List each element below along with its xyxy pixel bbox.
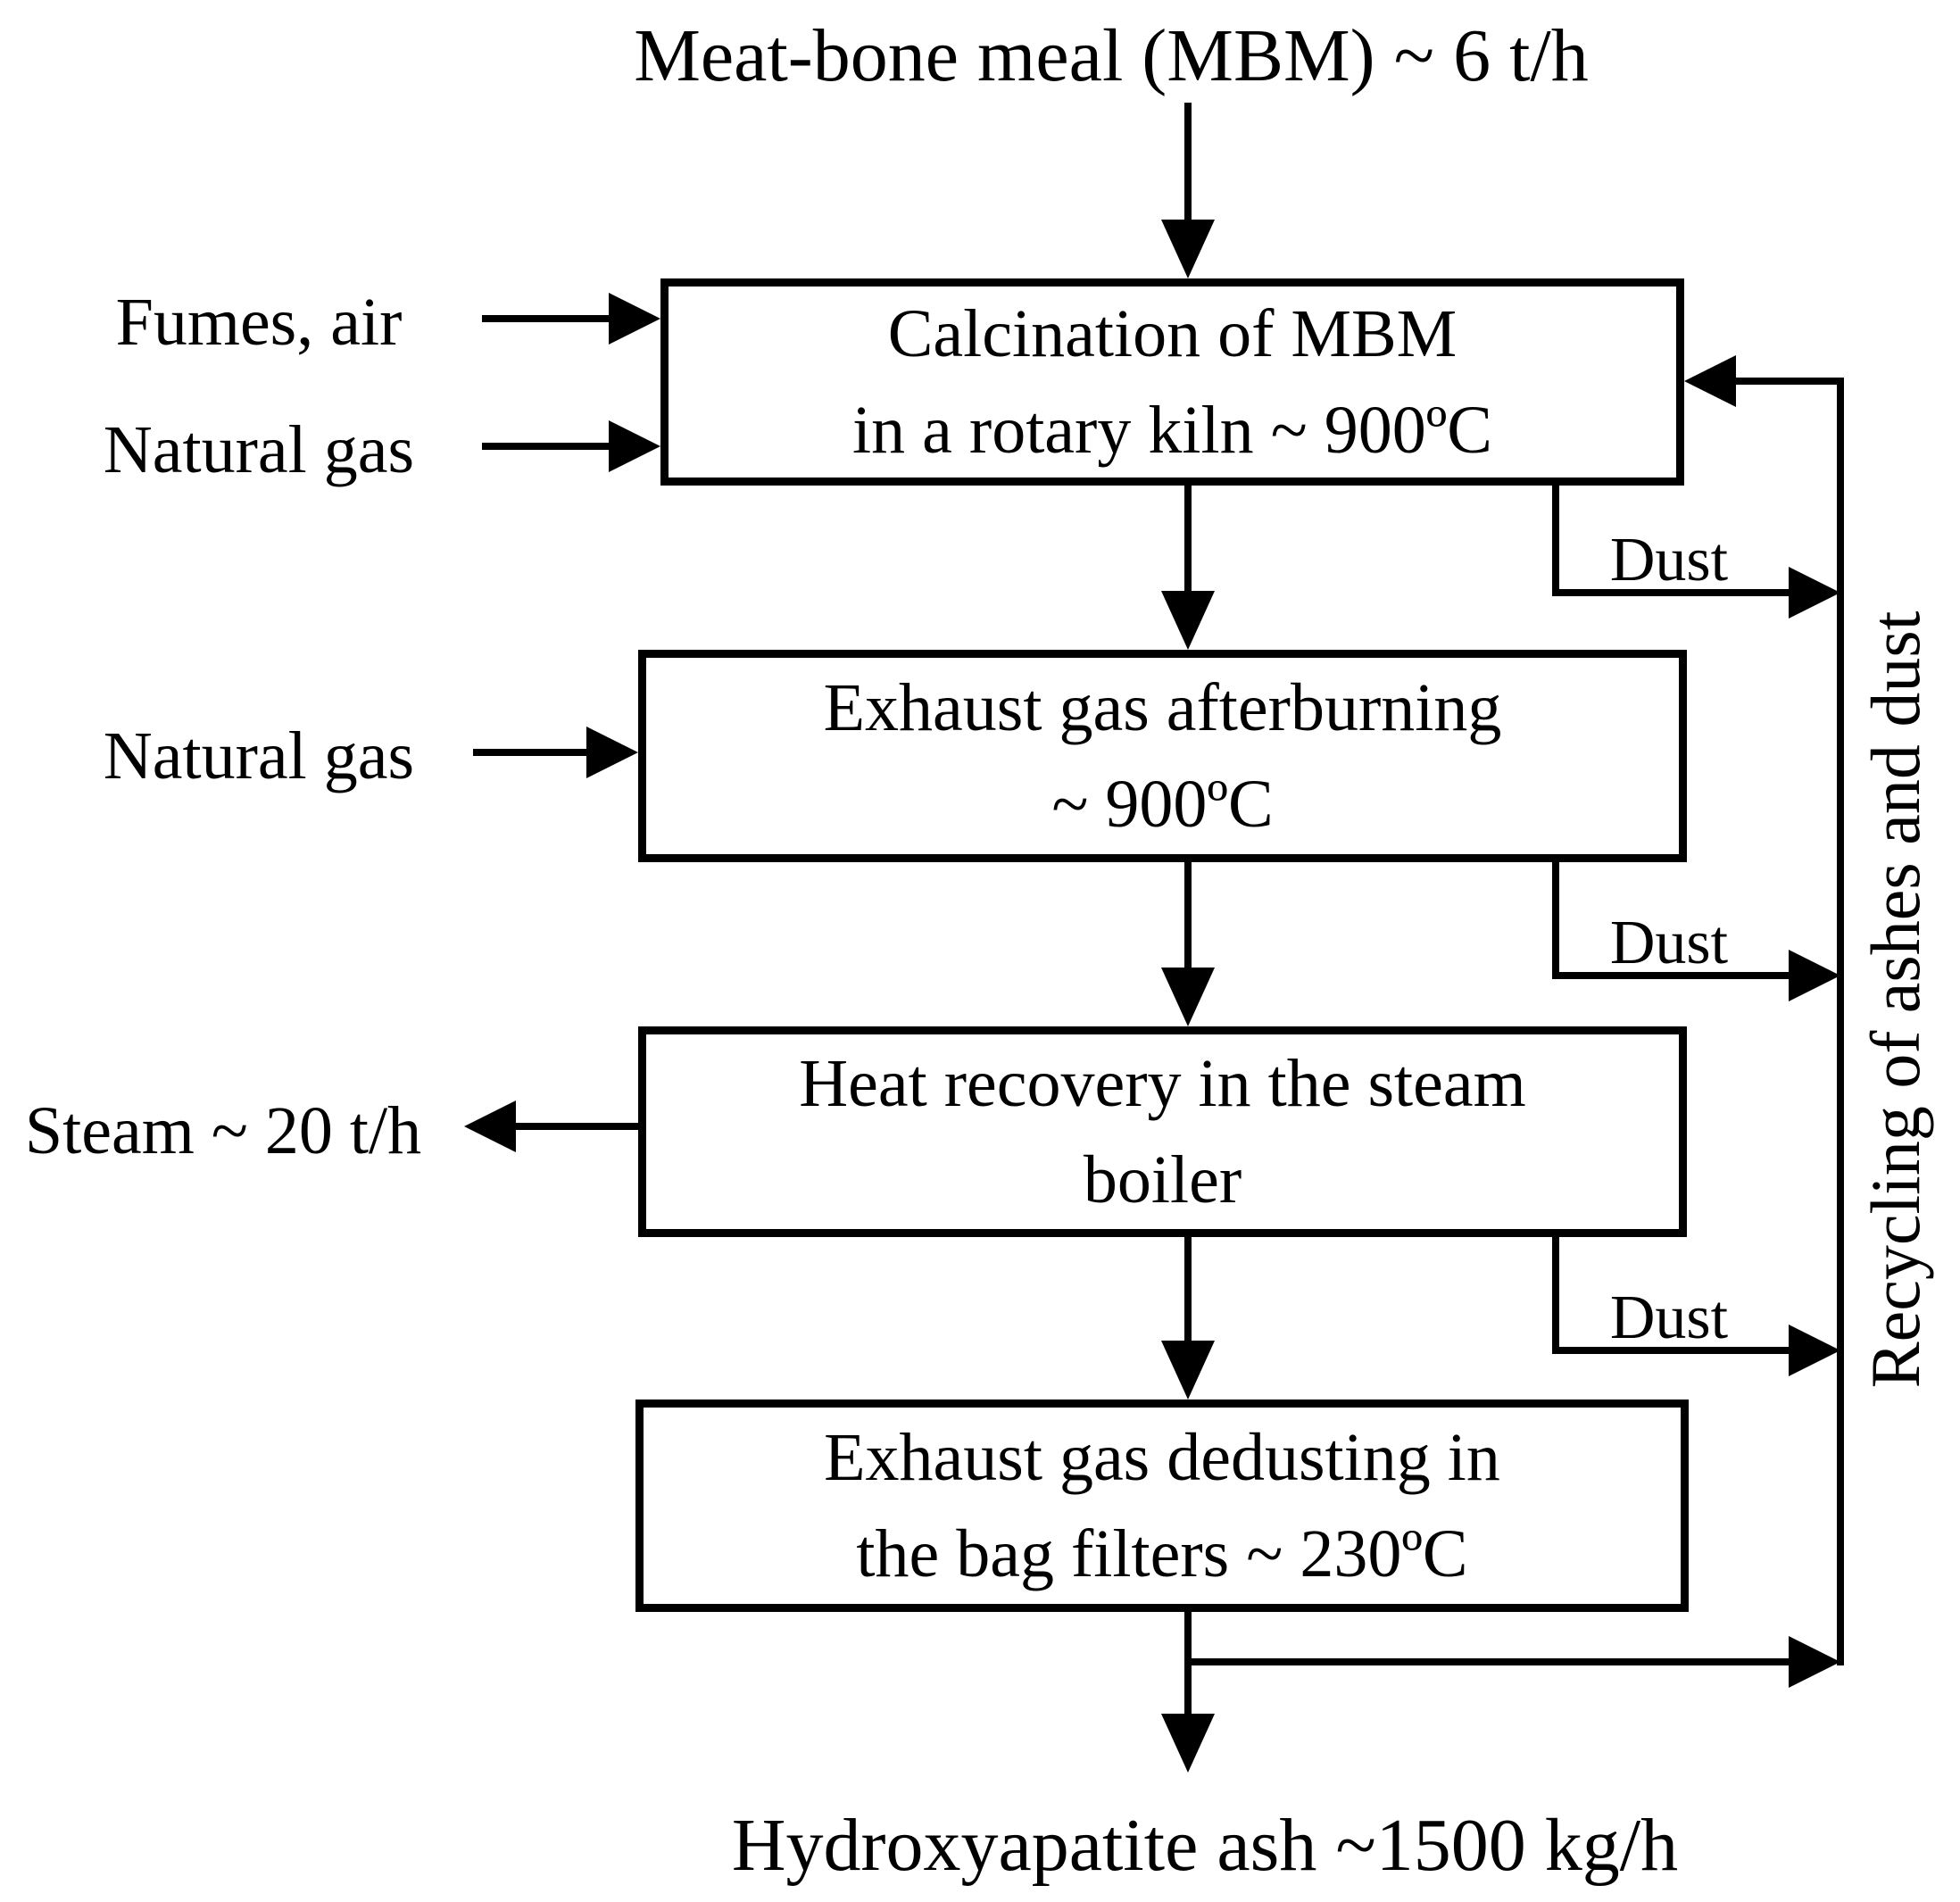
label-natural-gas-afterburner: Natural gas	[103, 718, 415, 793]
connector-boiler-to-dedusting	[1184, 1237, 1192, 1342]
process-box-heat-recovery: Heat recovery in the steam boiler	[638, 1026, 1687, 1237]
arrowhead-down	[1161, 591, 1215, 650]
arrowhead-right	[609, 420, 660, 472]
connector-natural-gas-afterburner	[473, 749, 586, 756]
box-text-line: boiler	[1083, 1142, 1242, 1217]
process-box-dedusting: Exhaust gas dedusting in the bag filters…	[635, 1400, 1689, 1612]
connector-dust-3	[1552, 1347, 1789, 1354]
arrowhead-right	[1789, 1325, 1840, 1376]
box-text-line: Exhaust gas afterburning	[823, 670, 1502, 745]
arrowhead-left	[464, 1101, 516, 1152]
box-text-line: the bag filters ~ 230ºC	[856, 1516, 1468, 1591]
label-dust-1: Dust	[1609, 526, 1729, 594]
arrowhead-right	[1789, 1636, 1840, 1688]
connector-mbm-to-calcination	[1184, 103, 1192, 221]
arrowhead-down	[1161, 1714, 1215, 1773]
connector-dust-3-drop	[1552, 1237, 1559, 1354]
box-text-line: Exhaust gas dedusting in	[824, 1420, 1500, 1495]
arrowhead-right	[586, 727, 638, 778]
connector-fumes-air	[482, 315, 609, 322]
process-box-afterburning: Exhaust gas afterburning ~ 900ºC	[638, 650, 1687, 862]
arrowhead-right	[1789, 950, 1840, 1001]
label-dust-3: Dust	[1609, 1283, 1729, 1352]
arrowhead-down	[1161, 1341, 1215, 1400]
label-steam-output: Steam ~ 20 t/h	[24, 1093, 422, 1168]
connector-dust-1-drop	[1552, 486, 1559, 596]
connector-dust-2	[1552, 972, 1789, 979]
box-text-line: ~ 900ºC	[1051, 767, 1274, 842]
connector-recycle-return	[1736, 378, 1844, 385]
connector-afterburning-to-boiler	[1184, 862, 1192, 969]
arrowhead-left	[1684, 355, 1736, 407]
label-mbm-input: Meat-bone meal (MBM) ~ 6 t/h	[634, 14, 1589, 97]
process-box-calcination: Calcination of MBM in a rotary kiln ~ 90…	[660, 278, 1684, 486]
connector-natural-gas-kiln	[482, 443, 609, 450]
arrowhead-right	[1789, 567, 1840, 619]
connector-dedusting-to-ash	[1184, 1612, 1192, 1715]
box-text-line: Heat recovery in the steam	[799, 1046, 1526, 1121]
connector-steam-output	[516, 1123, 638, 1130]
arrowhead-down	[1161, 220, 1215, 278]
label-ash-output: Hydroxyapatite ash ~1500 kg/h	[731, 1804, 1679, 1887]
connector-recycling-line	[1837, 378, 1844, 1665]
connector-dust-1	[1552, 589, 1789, 596]
box-text-line: Calcination of MBM	[887, 296, 1458, 371]
label-natural-gas-kiln: Natural gas	[103, 412, 415, 487]
arrowhead-down	[1161, 968, 1215, 1026]
label-dust-2: Dust	[1609, 909, 1729, 977]
arrowhead-right	[609, 293, 660, 345]
label-fumes-air: Fumes, air	[115, 285, 403, 360]
connector-ash-recycle	[1188, 1658, 1789, 1665]
label-recycling: Recycling of ashes and dust	[1856, 610, 1934, 1389]
connector-dust-2-drop	[1552, 862, 1559, 979]
box-text-line: in a rotary kiln ~ 900ºC	[852, 393, 1492, 468]
connector-calcination-to-afterburning	[1184, 486, 1192, 593]
